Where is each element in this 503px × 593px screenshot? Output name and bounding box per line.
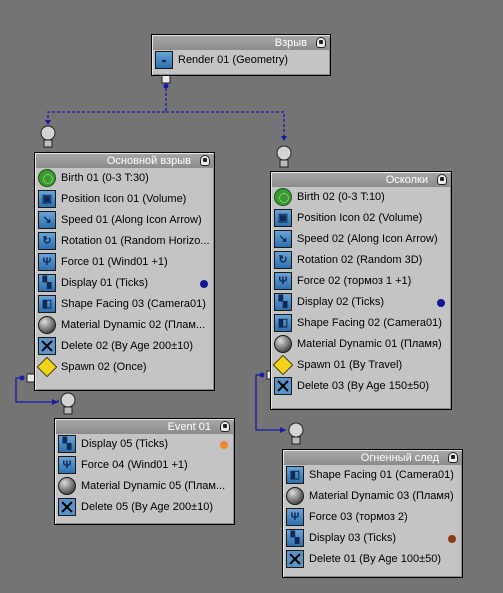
teapot-icon: ◒	[155, 51, 173, 69]
bulb-icon[interactable]	[437, 174, 447, 185]
display-icon: ▚	[286, 529, 304, 547]
operator-delete[interactable]: Delete 01 (By Age 100±50)	[283, 549, 462, 570]
node-vzryv[interactable]: Взрыв ◒ Render 01 (Geometry)	[151, 34, 331, 76]
operator-shape-facing[interactable]: ◧Shape Facing 03 (Camera01)	[35, 294, 214, 315]
birth-icon	[274, 188, 292, 206]
operator-position[interactable]: ▣Position Icon 01 (Volume)	[35, 189, 214, 210]
delete-icon	[58, 498, 76, 516]
shape-facing-icon: ◧	[38, 295, 56, 313]
display-icon: ▚	[38, 274, 56, 292]
node-osnovnoy[interactable]: Основной взрыв Birth 01 (0-3 T:30) ▣Posi…	[34, 152, 215, 391]
shape-facing-icon: ◧	[286, 466, 304, 484]
node-title[interactable]: Огненный след	[284, 451, 461, 465]
rotation-icon: ↻	[38, 232, 56, 250]
birth-icon	[38, 169, 56, 187]
bulb-icon[interactable]	[448, 452, 458, 463]
operator-delete[interactable]: Delete 02 (By Age 200±10)	[35, 336, 214, 357]
node-title[interactable]: Осколки	[272, 173, 450, 187]
display-color-swatch[interactable]	[220, 441, 228, 449]
operator-shape-facing[interactable]: ◧Shape Facing 01 (Camera01)	[283, 465, 462, 486]
display-color-swatch[interactable]	[200, 280, 208, 288]
node-oskolki[interactable]: Осколки Birth 02 (0-3 T:10) ▣Position Ic…	[270, 171, 452, 410]
material-icon	[58, 477, 76, 495]
operator-position[interactable]: ▣Position Icon 02 (Volume)	[271, 208, 451, 229]
position-icon: ▣	[38, 190, 56, 208]
input-trail	[288, 422, 304, 438]
delete-icon	[38, 337, 56, 355]
operator-material[interactable]: Material Dynamic 05 (Плам...	[55, 476, 234, 497]
operator-birth[interactable]: Birth 02 (0-3 T:10)	[271, 187, 451, 208]
rotation-icon: ↻	[274, 251, 292, 269]
operator-rotation[interactable]: ↻Rotation 01 (Random Horizo...	[35, 231, 214, 252]
operator-display[interactable]: ▚Display 01 (Ticks)	[35, 273, 214, 294]
display-color-swatch[interactable]	[437, 299, 445, 307]
input-event01	[60, 392, 76, 408]
node-title[interactable]: Основной взрыв	[36, 154, 213, 168]
bulb-icon[interactable]	[220, 421, 230, 432]
material-icon	[274, 335, 292, 353]
operator-material[interactable]: Material Dynamic 03 (Пламя)	[283, 486, 462, 507]
display-icon: ▚	[58, 435, 76, 453]
delete-icon	[274, 377, 292, 395]
wire-render-to-main	[47, 88, 167, 124]
operator-display[interactable]: ▚Display 02 (Ticks)	[271, 292, 451, 313]
position-icon: ▣	[274, 209, 292, 227]
operator-birth[interactable]: Birth 01 (0-3 T:30)	[35, 168, 214, 189]
display-icon: ▚	[274, 293, 292, 311]
wire-render-to-shards	[166, 111, 285, 140]
display-color-swatch[interactable]	[448, 535, 456, 543]
force-icon: Ψ	[58, 456, 76, 474]
force-icon: Ψ	[274, 272, 292, 290]
wire-spawn01-to-trail	[255, 374, 286, 431]
material-icon	[38, 316, 56, 334]
operator-speed[interactable]: ↘Speed 01 (Along Icon Arrow)	[35, 210, 214, 231]
operator-spawn[interactable]: Spawn 01 (By Travel)	[271, 354, 451, 376]
force-icon: Ψ	[38, 253, 56, 271]
operator-shape-facing[interactable]: ◧Shape Facing 02 (Camera01)	[271, 313, 451, 334]
operator-delete[interactable]: Delete 03 (By Age 150±50)	[271, 376, 451, 397]
operator-speed[interactable]: ↘Speed 02 (Along Icon Arrow)	[271, 229, 451, 250]
operator-material[interactable]: Material Dynamic 02 (Плам...	[35, 315, 214, 336]
shape-facing-icon: ◧	[274, 314, 292, 332]
operator-delete[interactable]: Delete 05 (By Age 200±10)	[55, 497, 234, 518]
operator-rotation[interactable]: ↻Rotation 02 (Random 3D)	[271, 250, 451, 271]
material-icon	[286, 487, 304, 505]
operator-display[interactable]: ▚Display 03 (Ticks)	[283, 528, 462, 549]
node-sled[interactable]: Огненный след ◧Shape Facing 01 (Camera01…	[282, 449, 463, 578]
spawn-icon	[272, 354, 294, 376]
wire-spawn02-to-event	[15, 377, 59, 403]
force-icon: Ψ	[286, 508, 304, 526]
spawn-icon	[36, 356, 58, 378]
speed-icon: ↘	[274, 230, 292, 248]
bulb-icon[interactable]	[200, 155, 210, 166]
delete-icon	[286, 550, 304, 568]
speed-icon: ↘	[38, 211, 56, 229]
input-shards	[276, 145, 292, 161]
node-title[interactable]: Взрыв	[153, 36, 329, 50]
operator-spawn[interactable]: Spawn 02 (Once)	[35, 356, 214, 378]
operator-display[interactable]: ▚Display 05 (Ticks)	[55, 434, 234, 455]
node-title[interactable]: Event 01	[56, 420, 233, 434]
output-render	[161, 74, 171, 84]
input-main	[40, 125, 56, 141]
bulb-icon[interactable]	[316, 37, 326, 48]
operator-render[interactable]: ◒ Render 01 (Geometry)	[152, 50, 330, 71]
operator-material[interactable]: Material Dynamic 01 (Пламя)	[271, 334, 451, 355]
